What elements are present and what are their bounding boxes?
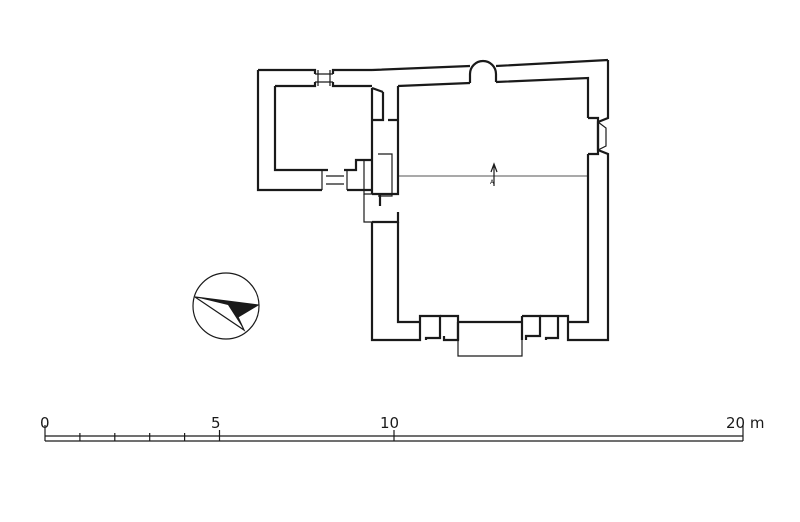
north-arrow-symbol [192, 272, 260, 340]
east-window [588, 116, 600, 156]
north-apse [468, 59, 498, 83]
annex-inner-wall [273, 82, 372, 172]
scale-bar [44, 425, 744, 442]
south-door-pier-west [418, 314, 442, 340]
east-window-splay [597, 121, 607, 151]
scale-label-10: 10 [380, 414, 399, 432]
annex-south-door [321, 170, 348, 190]
hall-inner-wall [396, 76, 590, 324]
hall-outer-wall [370, 58, 610, 342]
annex-north-window [315, 70, 333, 86]
west-annex [256, 68, 385, 192]
section-arrow [490, 162, 498, 186]
south-door-pier-west-b [440, 314, 460, 342]
section-mark: A [490, 179, 495, 186]
south-door-pier-east-b [540, 314, 570, 340]
west-entrance-threshold [363, 194, 372, 223]
annex-outline [256, 68, 372, 192]
scale-label-0: 0 [40, 414, 50, 432]
hall-west-junction [370, 86, 400, 224]
north-arrow-fill [195, 297, 258, 330]
south-steps [457, 340, 523, 357]
main-hall: A [363, 58, 610, 357]
scale-label-5: 5 [211, 414, 221, 432]
annex-outer-wall [370, 86, 385, 160]
south-door-pier-east [520, 314, 542, 340]
north-arrow-circle [192, 272, 260, 340]
scale-labels: 0 5 10 20 m [40, 414, 764, 432]
scale-label-20m: 20 m [726, 414, 764, 432]
